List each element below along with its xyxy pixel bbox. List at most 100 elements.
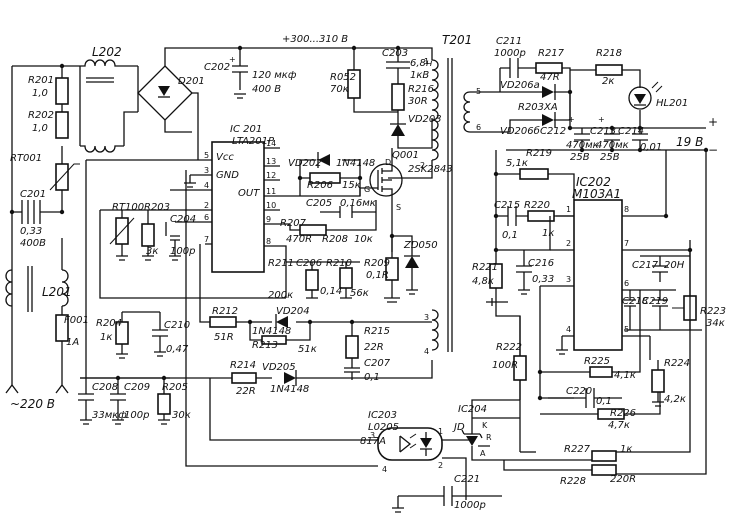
r218-ref: R218 bbox=[596, 48, 622, 59]
c214-value: 0,01 bbox=[640, 142, 662, 153]
r206-ref: R206 bbox=[307, 180, 333, 191]
r052-value: 70к bbox=[330, 84, 349, 95]
gate-drive: VD202 1N4148 R206 15к C205 0,16мк R207 4… bbox=[280, 152, 377, 245]
c215-value: 0,1 bbox=[502, 230, 518, 241]
svg-text:3: 3 bbox=[370, 431, 375, 440]
svg-text:S: S bbox=[396, 203, 401, 212]
c212-voltage: 25В bbox=[570, 152, 590, 163]
c216-value: 0,33 bbox=[532, 274, 554, 285]
pin-number: 1 bbox=[566, 205, 571, 214]
output-voltage-label: 19 В bbox=[676, 135, 703, 149]
r203-value: 3к bbox=[146, 246, 158, 257]
pin-number: 2 bbox=[566, 239, 571, 248]
l202-ref: L202 bbox=[92, 45, 122, 59]
pin-number: 9 bbox=[266, 215, 271, 224]
r206-value: 15к bbox=[342, 180, 361, 191]
r216-ref: R216 bbox=[408, 84, 434, 95]
r208-value: 10к bbox=[354, 234, 373, 245]
vd202-ref: VD202 bbox=[288, 158, 322, 169]
svg-text:R: R bbox=[486, 433, 492, 442]
c211-value: 1000р bbox=[494, 48, 526, 59]
resistor-r202: R202 1,0 bbox=[28, 104, 69, 139]
c207-ref: C207 bbox=[364, 358, 391, 369]
ic202-ref: IC202 bbox=[576, 175, 611, 189]
c205-value: 0,16мк bbox=[340, 198, 376, 209]
capacitor-c201: C201 0,33 400В bbox=[20, 189, 46, 249]
pin-number: 11 bbox=[266, 187, 276, 196]
c202-voltage: 400 В bbox=[252, 84, 281, 95]
r205-value: 30к bbox=[172, 410, 191, 421]
ic202-part: M103A1 bbox=[572, 187, 621, 201]
r208-ref: R208 bbox=[322, 234, 348, 245]
pin-number: 7 bbox=[204, 235, 209, 244]
c209-ref: C209 bbox=[124, 382, 150, 393]
c209-value: 100р bbox=[124, 410, 149, 421]
c216-ref: C216 bbox=[528, 258, 554, 269]
r228-ref: R228 bbox=[560, 476, 586, 487]
c220-value: 0,1 bbox=[596, 396, 612, 407]
r213-ref: R213 bbox=[252, 340, 278, 351]
r225-ref: R225 bbox=[584, 356, 610, 367]
r224-value: 4,2к bbox=[664, 394, 686, 405]
c204-value: 100р bbox=[170, 246, 195, 257]
svg-text:1: 1 bbox=[424, 57, 429, 66]
c217-value: 20Н bbox=[664, 260, 685, 271]
pin-number: 13 bbox=[266, 157, 276, 166]
ic201-ref: IC 201 bbox=[230, 124, 262, 135]
pin-number: 6 bbox=[624, 279, 629, 288]
r202-value: 1,0 bbox=[32, 123, 48, 134]
rt100-network: RT100 R203 3к C204 100р bbox=[99, 202, 286, 299]
resistor-r201: R201 1,0 bbox=[28, 75, 69, 105]
c215-ref: C215 bbox=[494, 200, 520, 211]
ic202-network: 5,1к R219 C215 0,1 R220 1к R221 4,8к C21… bbox=[471, 147, 726, 487]
r223-ref: R223 bbox=[700, 306, 726, 317]
r215-ref: R215 bbox=[364, 326, 390, 337]
c204-ref: C204 bbox=[170, 214, 196, 225]
c217-ref: C217 bbox=[632, 260, 659, 271]
r212-value: 51R bbox=[214, 332, 234, 343]
svg-text:1: 1 bbox=[438, 427, 443, 436]
c221-ref: C221 bbox=[454, 474, 480, 485]
q001-part: 2SK2843 bbox=[408, 164, 453, 175]
r214-ref: R214 bbox=[230, 360, 256, 371]
ic204-part: JD bbox=[452, 422, 465, 433]
r223-value: 34к bbox=[706, 318, 725, 329]
r216-value: 30R bbox=[408, 96, 428, 107]
r052-ref: R052 bbox=[330, 72, 356, 83]
r202-ref: R202 bbox=[28, 110, 54, 121]
r222-ref: R222 bbox=[496, 342, 522, 353]
c213-value: 470мк bbox=[596, 140, 629, 151]
r207-value: 470R bbox=[286, 234, 312, 245]
zd050-ref: ZD050 bbox=[403, 240, 438, 251]
c210-value: 0,47 bbox=[166, 344, 189, 355]
shunt-regulator-ic204: IC204 JD K R A bbox=[452, 404, 520, 461]
r228-value: 220R bbox=[610, 474, 636, 485]
ic203-part: L0205 bbox=[368, 422, 399, 433]
r218-value: 2к bbox=[602, 76, 614, 87]
pin-number: 5 bbox=[204, 151, 209, 160]
pin-number: 2 bbox=[204, 201, 209, 210]
c210-ref: C210 bbox=[164, 320, 190, 331]
snubber: R052 70к C203 6,8н 1кВ R216 30R VD203 bbox=[300, 45, 442, 149]
r219-ref: R219 bbox=[526, 148, 552, 159]
c220-ref: C220 bbox=[566, 386, 592, 397]
c201-voltage: 400В bbox=[20, 238, 46, 249]
output-plus-label: + bbox=[708, 115, 718, 129]
r221-ref: R221 bbox=[472, 262, 498, 273]
r215-value: 22R bbox=[364, 342, 384, 353]
c201-value: 0,33 bbox=[20, 226, 42, 237]
r222-value: 100R bbox=[492, 360, 518, 371]
rt001-ref: RT001 bbox=[10, 153, 42, 164]
r220-value: 1к bbox=[542, 228, 554, 239]
ic201-out-pin: OUT bbox=[238, 188, 260, 199]
r221-value: 4,8к bbox=[472, 276, 494, 287]
svg-text:A: A bbox=[480, 449, 486, 458]
c219-ref: C219 bbox=[642, 296, 668, 307]
ic201-gnd-pin: GND bbox=[216, 170, 239, 181]
power-indicator: R218 2к HL201 bbox=[570, 48, 688, 128]
vd205-ref: VD205 bbox=[262, 362, 296, 373]
timing-network: R211 200к C206 0,14 R210 56к bbox=[268, 258, 369, 301]
